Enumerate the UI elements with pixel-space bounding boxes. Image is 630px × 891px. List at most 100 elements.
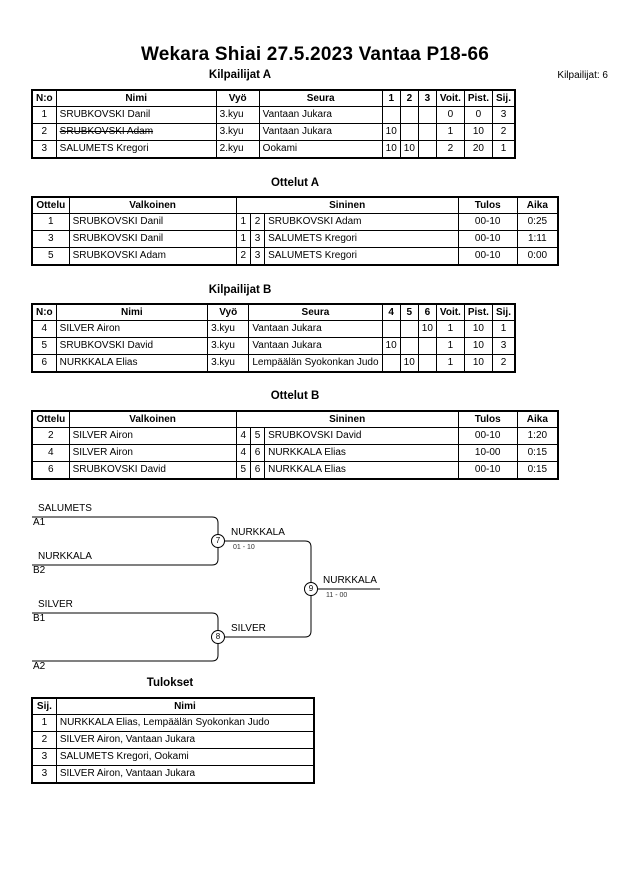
competitor-number: 6 bbox=[31, 354, 57, 373]
competitor-club: Vantaan Jukara bbox=[258, 123, 383, 141]
match-result: 00-10 bbox=[457, 461, 518, 480]
score-cell bbox=[417, 337, 437, 355]
competitor-number: 2 bbox=[31, 123, 57, 141]
table-row: 5 SRUBKOVSKI Adam 2 3 SALUMETS Kregori 0… bbox=[31, 247, 559, 266]
table-row: 1 NURKKALA Elias, Lempäälän Syokonkan Ju… bbox=[31, 714, 315, 732]
competitor-belt: 3.kyu bbox=[207, 337, 250, 355]
bracket-a1-seed: A1 bbox=[33, 517, 46, 528]
pool-a-table: N:o Nimi Vyö Seura 1 2 3 Voit. Pist. Sij… bbox=[31, 89, 516, 159]
blue-competitor: SALUMETS Kregori bbox=[264, 247, 459, 266]
result-name: NURKKALA Elias, Lempäälän Syokonkan Judo bbox=[55, 714, 315, 732]
matches-a-table: Ottelu Valkoinen Sininen Tulos Aika 1 SR… bbox=[31, 196, 559, 266]
table-row: 4 SILVER Airon 3.kyu Vantaan Jukara 10 1… bbox=[31, 320, 516, 338]
table-header-row: Sij. Nimi bbox=[31, 697, 315, 715]
place-cell: 3 bbox=[491, 337, 516, 355]
place-cell: 2 bbox=[491, 123, 516, 141]
bracket-a2-seed: A2 bbox=[33, 661, 46, 672]
bracket-m9-score: 11 - 00 bbox=[326, 592, 348, 599]
matches-b-table: Ottelu Valkoinen Sininen Tulos Aika 2 SI… bbox=[31, 410, 559, 480]
bracket-m7-score: 01 - 10 bbox=[233, 544, 255, 551]
table-row: 2 SILVER Airon, Vantaan Jukara bbox=[31, 731, 315, 749]
match-number: 3 bbox=[31, 230, 70, 248]
match-time: 0:25 bbox=[516, 213, 559, 231]
match-result: 00-10 bbox=[457, 230, 518, 248]
blue-number: 6 bbox=[249, 444, 266, 462]
white-number: 4 bbox=[235, 444, 251, 462]
table-row: 2 SRUBKOVSKI Adam 3.kyu Vantaan Jukara 1… bbox=[31, 123, 516, 141]
table-row: 3 SALUMETS Kregori, Ookami bbox=[31, 748, 315, 766]
bracket-m8-winner: SILVER bbox=[231, 623, 266, 634]
result-place: 2 bbox=[31, 731, 57, 749]
pool-b-table: N:o Nimi Vyö Seura 4 5 6 Voit. Pist. Sij… bbox=[31, 303, 516, 373]
competitor-club: Ookami bbox=[258, 140, 383, 159]
score-cell: 10 bbox=[381, 337, 401, 355]
results-heading: Tulokset bbox=[146, 677, 194, 689]
place-cell: 2 bbox=[491, 354, 516, 373]
match-time: 1:11 bbox=[516, 230, 559, 248]
points-cell: 10 bbox=[463, 320, 493, 338]
bracket-match-9: 9 bbox=[304, 582, 318, 596]
blue-number: 6 bbox=[249, 461, 266, 480]
bracket-match-7: 7 bbox=[211, 534, 225, 548]
header-cell: Sij. bbox=[31, 697, 57, 715]
points-cell: 20 bbox=[463, 140, 493, 159]
pool-a-heading: Kilpailijat A bbox=[208, 69, 272, 81]
bracket-match-8: 8 bbox=[211, 630, 225, 644]
table-row: 5 SRUBKOVSKI David 3.kyu Vantaan Jukara … bbox=[31, 337, 516, 355]
points-cell: 10 bbox=[463, 123, 493, 141]
competitor-belt: 3.kyu bbox=[207, 354, 250, 373]
bracket-b1-seed: B1 bbox=[33, 613, 46, 624]
blue-competitor: SALUMETS Kregori bbox=[264, 230, 459, 248]
score-cell bbox=[417, 123, 437, 141]
bracket-b2-name: NURKKALA bbox=[38, 551, 92, 562]
competitor-name: SRUBKOVSKI David bbox=[55, 337, 209, 355]
match-number: 4 bbox=[31, 444, 70, 462]
results-table: Sij. Nimi 1 NURKKALA Elias, Lempäälän Sy… bbox=[31, 697, 315, 784]
table-row: 4 SILVER Airon 4 6 NURKKALA Elias 10-00 … bbox=[31, 444, 559, 462]
competitor-number: 5 bbox=[31, 337, 57, 355]
competitor-count: Kilpailijat: 6 bbox=[557, 70, 608, 81]
table-row: 1 SRUBKOVSKI Danil 1 2 SRUBKOVSKI Adam 0… bbox=[31, 213, 559, 231]
result-name: SALUMETS Kregori, Ookami bbox=[55, 748, 315, 766]
table-header-row: Ottelu Valkoinen Sininen Tulos Aika bbox=[31, 410, 559, 428]
score-cell bbox=[417, 140, 437, 159]
page-title: Wekara Shiai 27.5.2023 Vantaa P18-66 bbox=[140, 44, 490, 65]
bracket-a1-name: SALUMETS bbox=[38, 503, 92, 514]
bracket-m9-winner: NURKKALA bbox=[323, 575, 377, 586]
competitor-number: 4 bbox=[31, 320, 57, 338]
table-row: 6 NURKKALA Elias 3.kyu Lempäälän Syokonk… bbox=[31, 354, 516, 373]
points-cell: 10 bbox=[463, 337, 493, 355]
header-cell: Nimi bbox=[55, 697, 315, 715]
match-result: 00-10 bbox=[457, 247, 518, 266]
bracket-b1-name: SILVER bbox=[38, 599, 73, 610]
competitor-club: Lempäälän Syokonkan Judo bbox=[248, 354, 383, 373]
match-time: 0:15 bbox=[516, 461, 559, 480]
matches-b-heading: Ottelut B bbox=[270, 390, 320, 402]
table-row: 3 SRUBKOVSKI Danil 1 3 SALUMETS Kregori … bbox=[31, 230, 559, 248]
points-cell: 10 bbox=[463, 354, 493, 373]
result-place: 1 bbox=[31, 714, 57, 732]
table-row: 3 SILVER Airon, Vantaan Jukara bbox=[31, 765, 315, 784]
matches-a-heading: Ottelut A bbox=[270, 177, 320, 189]
table-row: 1 SRUBKOVSKI Danil 3.kyu Vantaan Jukara … bbox=[31, 106, 516, 124]
blue-number: 3 bbox=[249, 247, 266, 266]
result-place: 3 bbox=[31, 748, 57, 766]
match-time: 1:20 bbox=[516, 427, 559, 445]
table-row: 3 SALUMETS Kregori 2.kyu Ookami 10 10 2 … bbox=[31, 140, 516, 159]
match-time: 0:15 bbox=[516, 444, 559, 462]
pool-b-heading: Kilpailijat B bbox=[208, 284, 272, 296]
score-cell: 10 bbox=[399, 140, 419, 159]
blue-number: 3 bbox=[249, 230, 266, 248]
match-time: 0:00 bbox=[516, 247, 559, 266]
match-number: 6 bbox=[31, 461, 70, 480]
header-cell: N:o bbox=[31, 89, 57, 107]
blue-competitor: NURKKALA Elias bbox=[264, 444, 459, 462]
score-cell bbox=[417, 354, 437, 373]
result-place: 3 bbox=[31, 765, 57, 784]
wins-cell: 1 bbox=[435, 123, 465, 141]
table-row: 6 SRUBKOVSKI David 5 6 NURKKALA Elias 00… bbox=[31, 461, 559, 480]
match-number: 5 bbox=[31, 247, 70, 266]
competitor-number: 3 bbox=[31, 140, 57, 159]
match-result: 10-00 bbox=[457, 444, 518, 462]
score-cell bbox=[399, 123, 419, 141]
